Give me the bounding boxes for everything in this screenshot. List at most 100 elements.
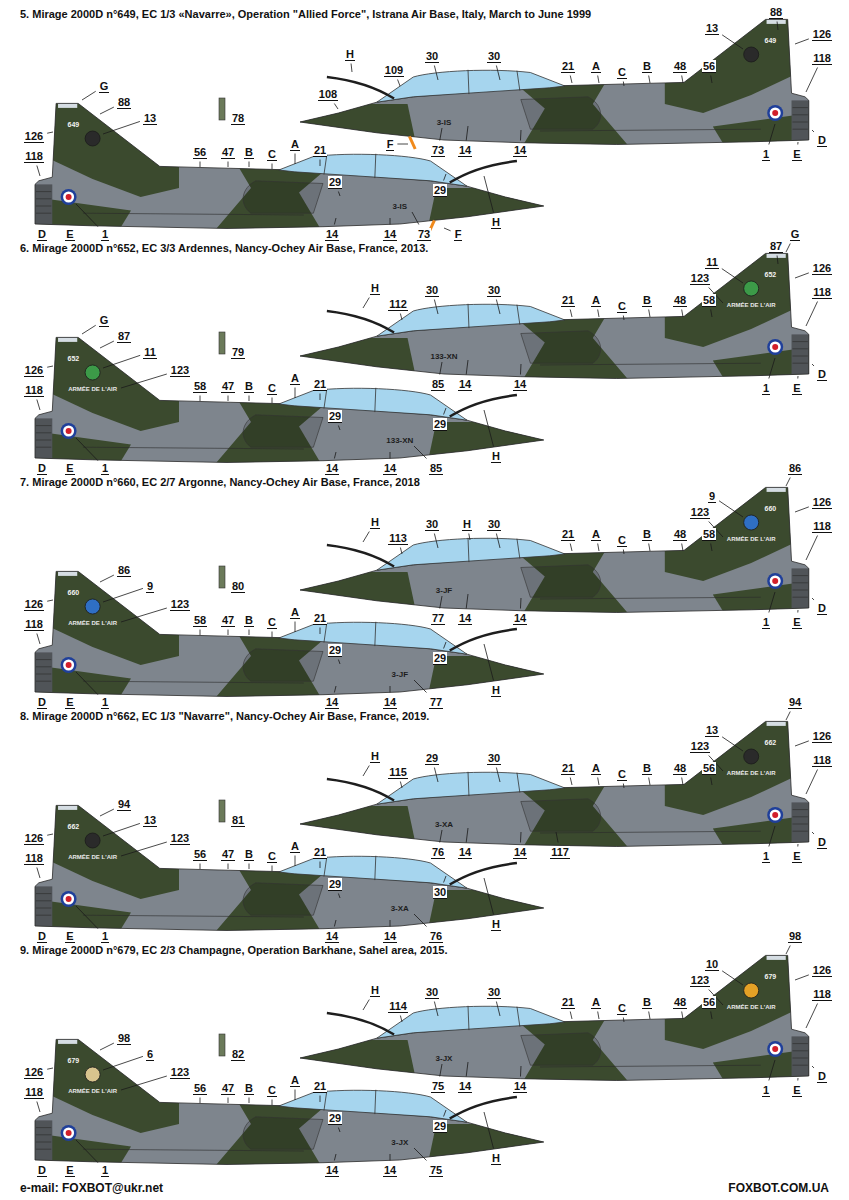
callout-number: 30 (425, 284, 439, 297)
callout-number: D (37, 462, 47, 475)
footer-text: e-mail: FOXBOT@ukr.net (20, 1182, 163, 1195)
leader-line (797, 142, 798, 145)
air-intake (243, 181, 323, 213)
camouflage (300, 14, 823, 158)
nozzle-line (36, 425, 51, 426)
camouflage-patch (300, 572, 417, 617)
leader-line (496, 1002, 500, 1017)
leader-line (812, 832, 814, 834)
callout-number: 112 (388, 298, 408, 311)
leader-line (121, 842, 167, 856)
leader-line (295, 388, 296, 399)
camouflage-patch (665, 482, 809, 581)
callout-number: G (99, 80, 110, 93)
leader-line (623, 82, 625, 87)
callout-number: 82 (231, 1048, 245, 1061)
profile-title: 8. Mirage 2000D n°662, EC 1/3 "Navarre",… (20, 710, 429, 722)
callout-number: 94 (788, 696, 802, 709)
aircraft-code: 3-XA (391, 904, 409, 913)
callout-number: 126 (812, 730, 832, 743)
leader-line (711, 778, 712, 786)
leader-line (351, 64, 353, 73)
leader-line (412, 212, 419, 225)
aircraft-inscription: ARMÉE DE L'AIR (68, 620, 117, 627)
air-intake (521, 97, 601, 129)
fuselage-outline (35, 1039, 544, 1164)
callout-number: 126 (812, 262, 832, 275)
exhaust-nozzle (35, 652, 52, 692)
callout-number: 126 (812, 496, 832, 509)
callout-number: A (591, 762, 601, 775)
leader-line (47, 600, 53, 601)
leader-line (598, 310, 599, 318)
callout-number: H (462, 518, 472, 531)
callout-number: 56 (193, 146, 207, 159)
callout-number: 29 (433, 418, 447, 431)
fuselage-outline (300, 487, 809, 612)
leader-line (786, 478, 790, 487)
leader-line (812, 598, 814, 600)
callout-number: H (491, 450, 501, 463)
leader-line (806, 68, 818, 93)
callout-number: 30 (433, 886, 447, 899)
nozzle-line (792, 348, 807, 349)
aircraft-serial: 662 (765, 739, 777, 747)
leader-line (338, 660, 340, 665)
fin-tip-light (58, 1039, 77, 1044)
callout-number: 14 (325, 228, 339, 241)
roundel-white (770, 342, 781, 353)
callout-number: 14 (458, 1080, 472, 1093)
camouflage (21, 566, 544, 710)
callout-number: 88 (769, 6, 783, 19)
callout-number: 1 (101, 930, 109, 943)
mirage-2000d-profile (21, 1034, 544, 1178)
callout-number: D (37, 696, 47, 709)
leader-line (390, 452, 391, 459)
leader-line (711, 310, 712, 318)
leader-line (682, 1012, 683, 1020)
fuselage-outline (35, 103, 544, 228)
squadron-badge (85, 599, 100, 614)
air-intake (521, 1033, 601, 1065)
callout-number: 114 (388, 1000, 408, 1013)
callout-number: 118 (24, 1086, 44, 1099)
callout-number: 126 (24, 1066, 44, 1079)
callout-number: 86 (117, 564, 131, 577)
callout-number: 118 (812, 988, 832, 1001)
callout-number: 21 (561, 762, 575, 775)
nozzle-line (792, 831, 807, 832)
squadron-badge (85, 365, 100, 380)
nozzle-line (36, 681, 51, 682)
callout-number: 118 (24, 384, 44, 397)
leader-line (200, 396, 201, 402)
leader-line (103, 588, 143, 602)
leader-line (228, 864, 229, 870)
leader-line (444, 1110, 446, 1117)
leader-line (649, 1012, 650, 1020)
callout-number: A (591, 996, 601, 1009)
callout-number: E (792, 148, 801, 161)
refuelling-probe (450, 161, 517, 183)
callout-number: B (642, 762, 652, 775)
callout-number: 77 (431, 612, 445, 625)
nozzle-line (36, 447, 51, 448)
callout-number: 29 (328, 878, 342, 891)
callout-number: 21 (561, 60, 575, 73)
callout-number: A (591, 60, 601, 73)
callout-number: 1 (762, 148, 770, 161)
leader-line (272, 398, 273, 404)
aircraft-serial: 649 (68, 121, 80, 129)
callout-number: 14 (513, 1080, 527, 1093)
camouflage-patch (300, 338, 417, 383)
callout-number: C (267, 382, 277, 395)
callout-number: B (642, 60, 652, 73)
nozzle-line (36, 900, 51, 901)
callout-number: 29 (328, 176, 342, 189)
leader-line (400, 548, 402, 555)
leader-line (484, 410, 494, 447)
refuelling-probe (450, 863, 517, 885)
callout-number: 30 (425, 518, 439, 531)
roundel-blue (767, 573, 783, 589)
callout-number: 29 (328, 644, 342, 657)
